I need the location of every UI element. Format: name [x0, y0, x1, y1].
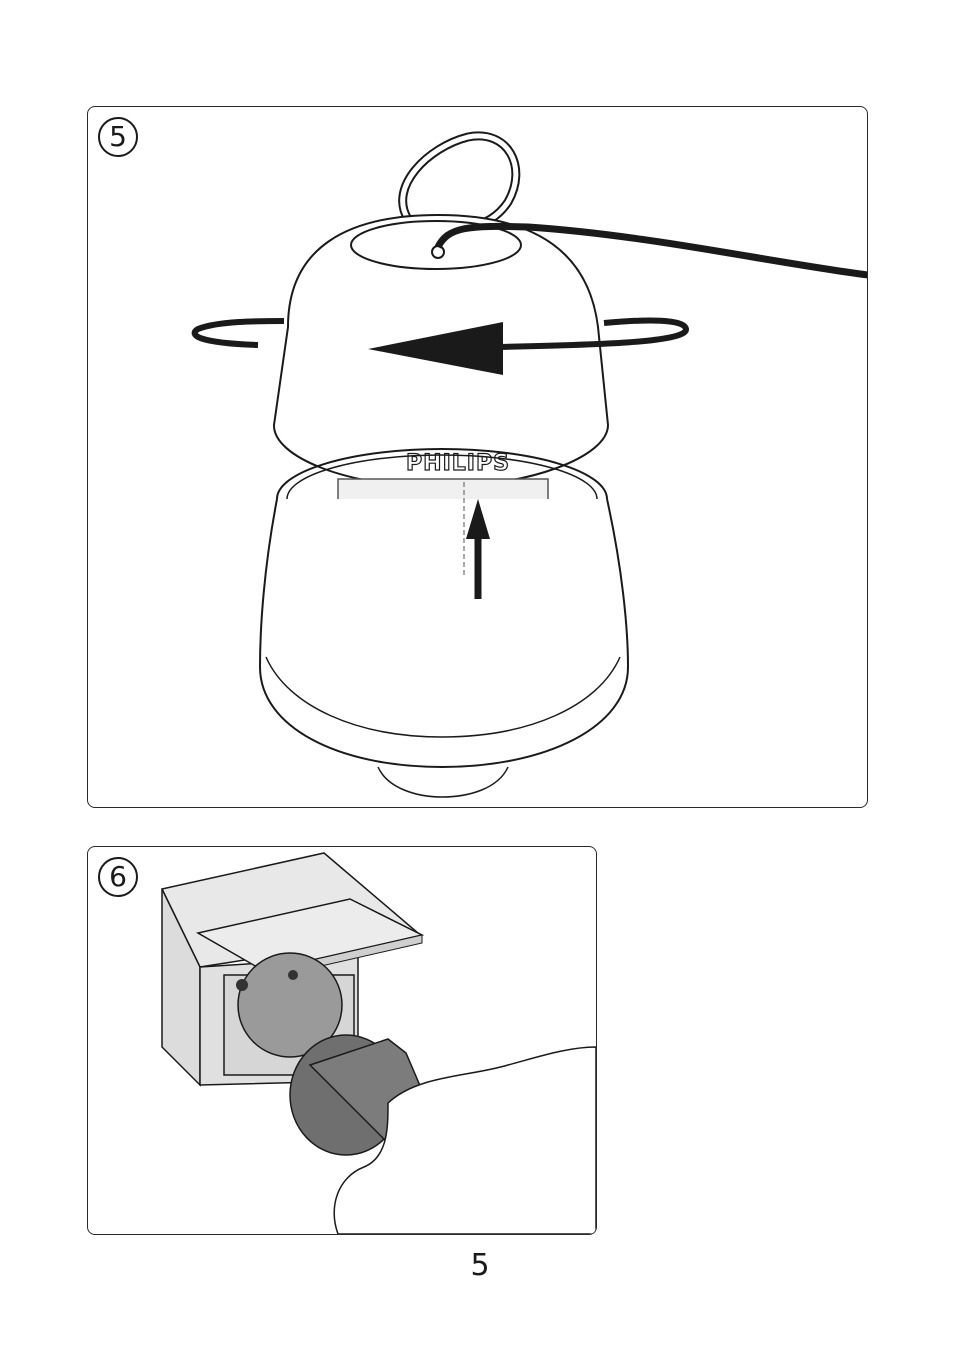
plug-in-socket-illustration [88, 847, 596, 1234]
lamp-assembly-illustration: PHILIPS [88, 107, 867, 807]
page-number: 5 [460, 1248, 500, 1283]
lamp-base [260, 499, 628, 767]
step-number-badge: 5 [98, 117, 138, 157]
step-6-panel: 6 [87, 846, 597, 1235]
step-number-badge: 6 [98, 857, 138, 897]
step-5-panel: 5 PHILIPS [87, 106, 868, 808]
